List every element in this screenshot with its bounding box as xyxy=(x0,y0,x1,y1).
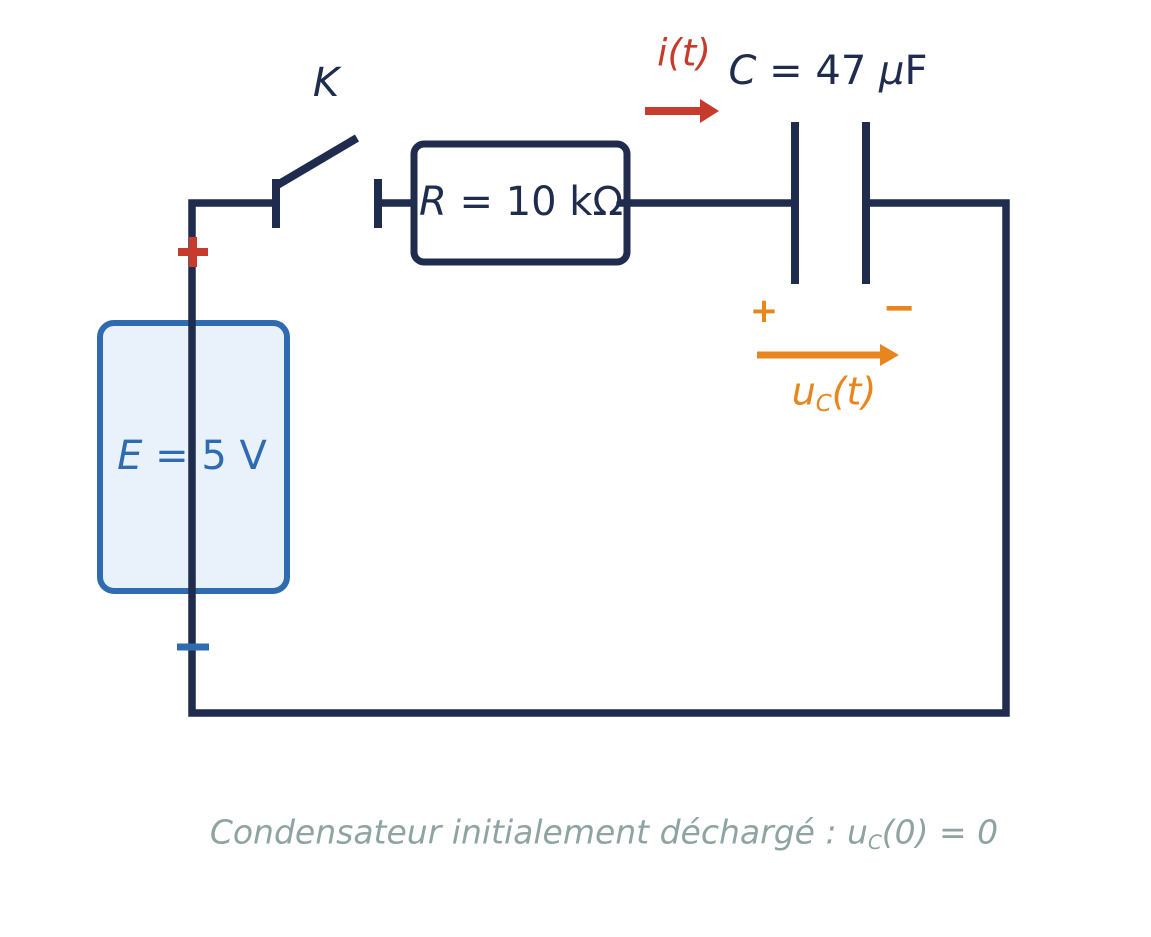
voltage-arrow-head xyxy=(880,344,899,366)
source-symbol: E xyxy=(117,433,143,479)
capacitor-plus-label: + xyxy=(749,291,779,331)
capacitor-label: C = 47 μF xyxy=(729,51,928,91)
capacitor-minus-label: − xyxy=(882,285,916,331)
resistor-label: R = 10 kΩ xyxy=(419,182,623,222)
caption-subscript: C xyxy=(867,830,882,854)
capacitor-symbol: C xyxy=(728,48,757,94)
current-arrow xyxy=(645,99,719,123)
capacitor-value: = 47 xyxy=(756,48,880,94)
switch-blade xyxy=(271,134,360,191)
resistor-symbol: R xyxy=(418,179,447,225)
battery-plus-sign xyxy=(178,237,208,267)
voltage-label: uC(t) xyxy=(792,372,877,415)
source-value: = 5 V xyxy=(142,433,267,479)
voltage-symbol: u xyxy=(791,369,816,414)
source-label: E = 5 V xyxy=(117,436,267,476)
capacitor-unit: F xyxy=(904,48,928,94)
switch-label: K xyxy=(312,60,340,106)
current-arrow-head xyxy=(700,99,719,123)
capacitor-mu: μ xyxy=(879,48,905,94)
resistor-value: = 10 kΩ xyxy=(446,179,624,225)
voltage-argument: (t) xyxy=(831,369,877,414)
caption-part2: (0) = 0 xyxy=(881,812,999,852)
voltage-subscript: C xyxy=(815,390,832,417)
current-label: i(t) xyxy=(657,31,711,75)
caption-part1: Condensateur initialement déchargé : u xyxy=(209,812,868,852)
circuit-wire xyxy=(188,199,1010,717)
voltage-arrow xyxy=(757,344,899,366)
caption: Condensateur initialement déchargé : uC(… xyxy=(210,815,998,852)
